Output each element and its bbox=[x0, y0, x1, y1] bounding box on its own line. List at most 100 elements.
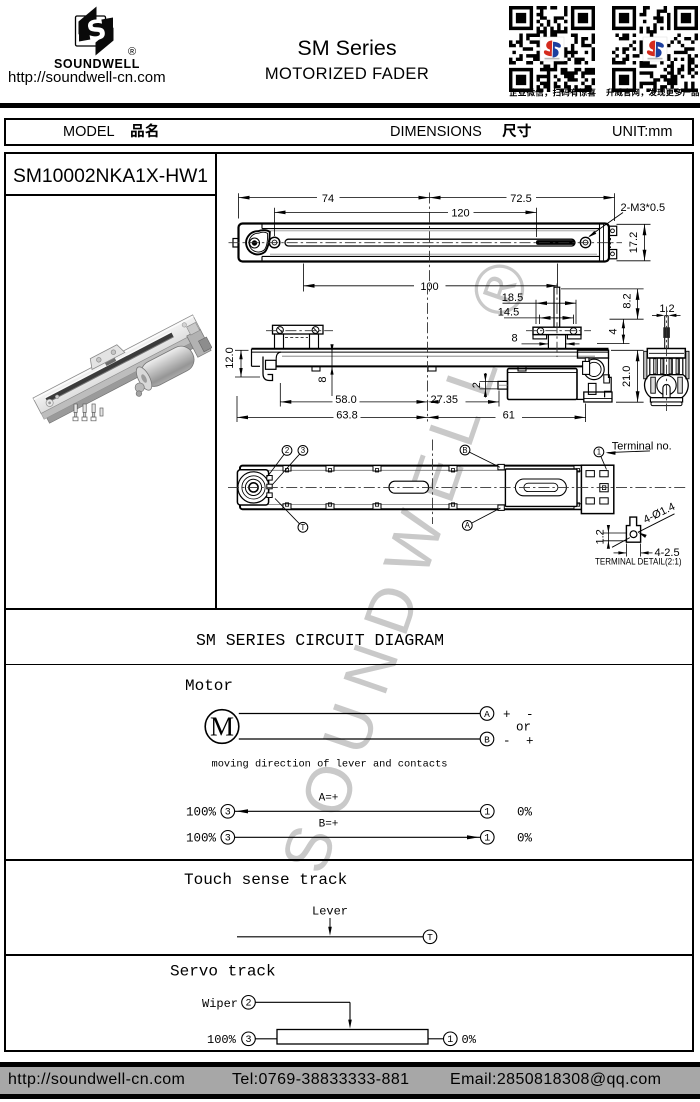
or-label: or bbox=[516, 721, 531, 735]
brand-name: SOUNDWELL bbox=[54, 57, 140, 71]
row-b-right-pct: 0% bbox=[517, 832, 533, 846]
qr-left-wrap[interactable] bbox=[509, 6, 595, 97]
touch-terminal: T bbox=[427, 932, 433, 943]
footer-tel: Tel:0769-38833333-881 bbox=[232, 1071, 410, 1088]
brand-logo-wrap: S bbox=[60, 4, 126, 65]
dim-17-2: 17.2 bbox=[628, 232, 640, 253]
side-view-drawing: 18.5 14.5 8 8.2 4 21.0 12.0 8 2 58.0 27.… bbox=[224, 283, 644, 422]
dim-63-8: 63.8 bbox=[336, 409, 357, 421]
divider-circuit-title bbox=[6, 663, 694, 666]
model-name-box bbox=[6, 154, 215, 196]
model-column-label: MODEL bbox=[63, 124, 115, 140]
model-name: SM10002NKA1X-HW1 bbox=[13, 166, 209, 187]
header-divider-bar bbox=[0, 103, 700, 108]
dimensions-column-label-zh bbox=[502, 123, 531, 138]
circuit-diagram: SM SERIES CIRCUIT DIAGRAM Motor M A B + … bbox=[170, 632, 538, 1047]
motor-symbol: M bbox=[210, 712, 234, 742]
servo-title: Servo track bbox=[170, 963, 276, 981]
table-header-row bbox=[4, 118, 694, 146]
dim-1-2-lever: 1.2 bbox=[659, 303, 674, 315]
callout-terminal-A: A bbox=[465, 521, 471, 530]
dim-120: 120 bbox=[451, 208, 469, 220]
dim-4-2-5: 4-2.5 bbox=[655, 547, 680, 559]
touch-title: Touch sense track bbox=[184, 871, 347, 889]
callout-terminal-3: 3 bbox=[301, 446, 305, 455]
servo-left-terminal: 3 bbox=[245, 1035, 251, 1046]
technical-drawings: 74 72.5 120 100 17.2 2-M3*0.5 18.5 14.5 … bbox=[170, 192, 690, 1047]
terminal-no-label: Terminal no. bbox=[612, 440, 672, 452]
dim-8-left: 8 bbox=[317, 377, 329, 383]
footer-email[interactable]: Email:2850818308@qq.com bbox=[450, 1071, 662, 1088]
dim-hole-note: 4-Ø1.4 bbox=[642, 501, 677, 527]
lever-label: Lever bbox=[312, 905, 348, 919]
qr-right-wrap[interactable] bbox=[612, 6, 698, 97]
polarity-bottom: - + bbox=[503, 735, 538, 749]
row-a-left-terminal: 3 bbox=[225, 808, 231, 819]
callout-terminal-2: 2 bbox=[285, 446, 289, 455]
brand-registered-mark: ® bbox=[128, 46, 137, 58]
product-3d-image bbox=[32, 314, 212, 424]
motor-terminal-b: B bbox=[484, 734, 490, 745]
dim-100: 100 bbox=[420, 281, 438, 293]
dim-8-2: 8.2 bbox=[621, 293, 633, 308]
row-a-label: A=+ bbox=[319, 793, 339, 805]
divider-touch bbox=[6, 859, 694, 861]
unit-label: UNIT:mm bbox=[612, 124, 673, 140]
dim-14-5: 14.5 bbox=[498, 307, 519, 319]
divider-servo bbox=[6, 954, 694, 956]
circuit-section-title: SM SERIES CIRCUIT DIAGRAM bbox=[196, 632, 444, 651]
motor-terminal-a: A bbox=[484, 709, 490, 720]
servo-left-pct: 100% bbox=[207, 1033, 237, 1047]
section-view-drawing: 1.2 bbox=[643, 303, 690, 411]
footer-band: http://soundwell-cn.com Tel:0769-3883333… bbox=[0, 1066, 700, 1094]
footer-top-bar bbox=[0, 1061, 700, 1067]
main-frame bbox=[4, 152, 694, 1052]
dim-2: 2 bbox=[471, 382, 483, 388]
dim-18-5: 18.5 bbox=[502, 292, 523, 304]
dim-27-35: 27.35 bbox=[431, 394, 459, 406]
qr-right-caption bbox=[606, 88, 699, 97]
polarity-top: + - bbox=[503, 708, 538, 722]
svg-text:S: S bbox=[85, 14, 109, 48]
dim-terminal-1-2: 1.2 bbox=[594, 529, 606, 544]
dim-58-0: 58.0 bbox=[335, 394, 356, 406]
servo-right-terminal: 1 bbox=[447, 1035, 453, 1046]
top-view-drawing: 74 72.5 120 100 17.2 2-M3*0.5 bbox=[228, 192, 666, 293]
screw-note: 2-M3*0.5 bbox=[621, 202, 666, 214]
servo-right-pct: 0% bbox=[462, 1033, 477, 1047]
terminal-detail-title: TERMINAL DETAIL(2:1) bbox=[595, 555, 682, 566]
callout-terminal-B: B bbox=[462, 446, 467, 455]
dimensions-column-label: DIMENSIONS bbox=[390, 124, 482, 140]
dim-8-lever: 8 bbox=[511, 332, 517, 344]
row-a-left-pct: 100% bbox=[186, 806, 217, 820]
footer-website[interactable]: http://soundwell-cn.com bbox=[8, 1071, 186, 1088]
footer-bottom-bar bbox=[0, 1093, 700, 1099]
row-a-right-pct: 0% bbox=[517, 806, 533, 820]
row-a-right-terminal: 1 bbox=[484, 808, 490, 819]
dim-72-5: 72.5 bbox=[510, 193, 531, 205]
bottom-view-drawing: 2 3 T B A 1 Terminal no. bbox=[228, 439, 688, 533]
qr-code-website bbox=[612, 6, 698, 92]
callout-terminal-1: 1 bbox=[597, 448, 601, 457]
brand-logo: S bbox=[74, 6, 114, 56]
dim-74: 74 bbox=[322, 193, 334, 205]
dim-21-0: 21.0 bbox=[621, 366, 633, 387]
model-column-label-zh bbox=[131, 123, 158, 138]
motor-title: Motor bbox=[185, 677, 233, 695]
qr-left-caption bbox=[509, 88, 596, 97]
product-title: MOTORIZED FADER bbox=[264, 65, 430, 83]
series-title: SM Series bbox=[297, 36, 397, 60]
dim-61: 61 bbox=[503, 409, 515, 421]
callout-terminal-T: T bbox=[301, 523, 306, 532]
motor-caption: moving direction of lever and contacts bbox=[212, 759, 448, 771]
divider-circuit-top bbox=[6, 608, 694, 611]
wiper-label: Wiper bbox=[202, 997, 238, 1011]
row-b-left-terminal: 3 bbox=[225, 834, 231, 845]
row-b-right-terminal: 1 bbox=[484, 834, 490, 845]
wiper-terminal: 2 bbox=[245, 999, 251, 1010]
dim-4: 4 bbox=[608, 328, 620, 334]
row-b-label: B=+ bbox=[319, 819, 339, 831]
left-column-separator bbox=[215, 154, 217, 610]
header-website[interactable]: http://soundwell-cn.com bbox=[8, 69, 166, 86]
